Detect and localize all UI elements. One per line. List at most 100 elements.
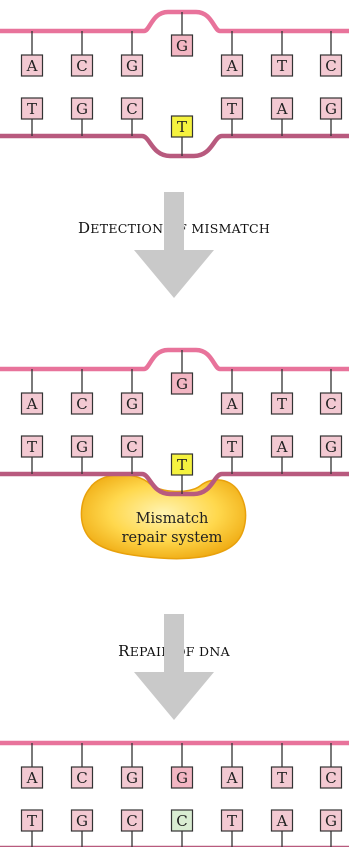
bottom-base-box xyxy=(20,435,44,458)
bottom-base-box xyxy=(120,435,144,458)
bottom-base-letter: A xyxy=(276,812,288,830)
step-label-detection-initial: D xyxy=(78,219,90,237)
bottom-base-letter: G xyxy=(76,812,88,830)
top-base-box xyxy=(20,54,44,77)
top-base-box xyxy=(70,54,94,77)
bottom-base-letter: T xyxy=(227,438,237,456)
down-arrow-2 xyxy=(134,614,214,720)
bottom-base-box xyxy=(319,435,343,458)
top-base-letter: C xyxy=(76,769,87,787)
top-strand xyxy=(0,347,349,372)
bottom-base-box xyxy=(220,809,244,832)
top-base-box xyxy=(170,766,194,789)
bottom-base-box xyxy=(319,97,343,120)
top-base-letter: T xyxy=(277,395,287,413)
bottom-base-letter: A xyxy=(276,438,288,456)
top-base-box xyxy=(170,34,194,57)
top-base-letter: A xyxy=(226,57,238,75)
bottom-base-box xyxy=(270,97,294,120)
top-base-box xyxy=(70,392,94,415)
top-base-letter: G xyxy=(176,37,188,55)
bottom-base-letter: C xyxy=(126,438,137,456)
bottom-base-letter: A xyxy=(276,100,288,118)
bottom-base-box xyxy=(220,435,244,458)
top-base-box xyxy=(20,766,44,789)
top-strand xyxy=(0,9,349,34)
bottom-base-letter: C xyxy=(176,812,187,830)
bottom-base-letter: C xyxy=(126,100,137,118)
bottom-base-letter: T xyxy=(27,100,37,118)
top-base-box xyxy=(20,392,44,415)
top-base-letter: A xyxy=(26,769,38,787)
bottom-base-box xyxy=(220,97,244,120)
top-base-box xyxy=(220,392,244,415)
top-base-box xyxy=(120,766,144,789)
bottom-base-box xyxy=(270,809,294,832)
top-base-letter: T xyxy=(277,57,287,75)
down-arrow-1 xyxy=(134,192,214,298)
bottom-strand xyxy=(0,133,349,159)
top-base-letter: C xyxy=(325,57,336,75)
top-base-box xyxy=(270,766,294,789)
bottom-base-box xyxy=(70,97,94,120)
bottom-base-letter: G xyxy=(325,438,337,456)
bottom-base-letter: T xyxy=(27,438,37,456)
repair-system-line-1: Mismatch xyxy=(136,511,209,527)
top-base-box xyxy=(319,766,343,789)
top-base-letter: A xyxy=(26,57,38,75)
top-base-box xyxy=(319,392,343,415)
bottom-base-letter: T xyxy=(27,812,37,830)
bottom-base-box xyxy=(170,453,194,476)
mismatch-repair-system: Mismatch repair system xyxy=(80,473,247,560)
top-base-box xyxy=(270,392,294,415)
top-base-box xyxy=(220,54,244,77)
top-base-box xyxy=(319,54,343,77)
top-base-box xyxy=(270,54,294,77)
top-base-letter: C xyxy=(325,769,336,787)
bottom-base-box xyxy=(20,809,44,832)
bottom-base-letter: T xyxy=(177,118,187,136)
top-base-box xyxy=(170,372,194,395)
bottom-base-box xyxy=(70,435,94,458)
bottom-base-box xyxy=(120,809,144,832)
dna-panel-2: A T C G G C G T A T T A C G xyxy=(0,347,349,497)
top-base-letter: A xyxy=(26,395,38,413)
bottom-base-box xyxy=(20,97,44,120)
top-base-letter: G xyxy=(176,375,188,393)
bottom-base-letter: G xyxy=(325,100,337,118)
top-base-letter: T xyxy=(277,769,287,787)
top-base-letter: G xyxy=(176,769,188,787)
dna-panel-3: A T C G G C G C A T T A C G xyxy=(0,740,349,847)
top-base-box xyxy=(220,766,244,789)
bottom-base-letter: G xyxy=(325,812,337,830)
bottom-base-box xyxy=(170,809,194,832)
bottom-base-letter: G xyxy=(76,100,88,118)
step-label-repair-initial: R xyxy=(118,642,130,660)
dna-panels: ATCGGCGTATTACGATCGGCGTATTACGATCGGCGCATTA… xyxy=(0,9,349,847)
repair-system-line-2: repair system xyxy=(122,530,223,546)
top-base-letter: A xyxy=(226,769,238,787)
top-base-letter: G xyxy=(126,57,138,75)
top-base-box xyxy=(120,392,144,415)
bottom-base-box xyxy=(270,435,294,458)
bottom-base-box xyxy=(319,809,343,832)
bottom-base-letter: C xyxy=(126,812,137,830)
top-base-box xyxy=(70,766,94,789)
top-base-letter: G xyxy=(126,395,138,413)
bottom-base-box xyxy=(170,115,194,138)
top-base-letter: G xyxy=(126,769,138,787)
bottom-base-letter: T xyxy=(177,456,187,474)
bottom-base-letter: T xyxy=(227,812,237,830)
bottom-base-box xyxy=(70,809,94,832)
bottom-base-box xyxy=(120,97,144,120)
top-base-letter: C xyxy=(76,395,87,413)
top-base-letter: C xyxy=(325,395,336,413)
top-base-box xyxy=(120,54,144,77)
top-base-letter: C xyxy=(76,57,87,75)
dna-panel-1: A T C G G C G T A T T A C G xyxy=(0,9,349,159)
top-base-letter: A xyxy=(226,395,238,413)
bottom-base-letter: G xyxy=(76,438,88,456)
bottom-base-letter: T xyxy=(227,100,237,118)
